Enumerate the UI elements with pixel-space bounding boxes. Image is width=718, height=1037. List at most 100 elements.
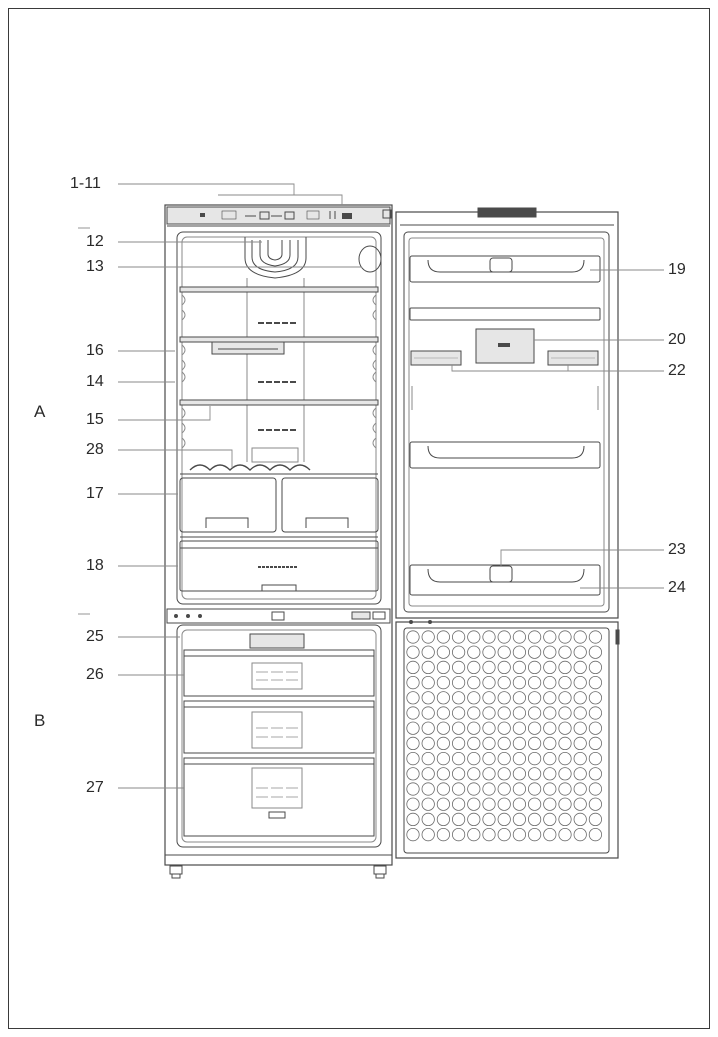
door-pattern-circle <box>467 660 481 675</box>
door-pattern-circle <box>467 827 481 842</box>
door-pattern-circle <box>512 706 527 720</box>
door-pattern-circle <box>543 767 557 781</box>
door-pattern-circle <box>573 751 587 766</box>
freezer-door <box>395 620 620 859</box>
door-pattern-circle <box>421 691 435 705</box>
shelf-3 <box>179 399 379 406</box>
door-quilting-pattern <box>406 630 603 842</box>
door-pattern-circle <box>543 691 557 705</box>
door-pattern-circle <box>527 797 542 811</box>
door-pattern-circle <box>558 751 572 766</box>
freezer-drawer-3 <box>183 757 375 837</box>
door-pattern-circle <box>573 675 587 690</box>
freezer-drawer-1 <box>183 649 375 697</box>
door-pattern-circle <box>543 812 557 827</box>
door-pattern-circle <box>573 736 587 751</box>
door-pattern-circle <box>406 827 420 842</box>
door-pattern-circle <box>543 751 557 766</box>
door-pattern-circle <box>421 812 435 827</box>
door-pattern-circle <box>558 630 572 644</box>
door-pattern-circle <box>406 782 420 796</box>
bottle-holder <box>489 565 513 583</box>
door-pattern-circle <box>588 675 603 690</box>
door-pattern-circle <box>527 782 542 796</box>
door-pattern-circle <box>421 660 435 675</box>
door-pattern-circle <box>436 691 450 705</box>
door-pattern-circle <box>467 782 481 796</box>
door-pattern-circle <box>588 782 603 796</box>
door-pattern-circle <box>512 827 527 842</box>
door-pattern-circle <box>512 660 527 675</box>
door-pattern-circle <box>436 812 450 827</box>
door-pattern-circle <box>573 630 587 644</box>
door-pattern-circle <box>451 675 466 690</box>
door-pattern-circle <box>467 721 481 735</box>
label-20: 20 <box>668 331 686 348</box>
door-pattern-circle <box>543 782 557 796</box>
door-pattern-circle <box>451 797 466 811</box>
door-pattern-circle <box>497 706 511 720</box>
door-pattern-circle <box>588 706 603 720</box>
door-rack-2 <box>409 307 601 321</box>
fridge-compartment <box>176 231 382 605</box>
door-pattern-circle <box>512 751 527 766</box>
leader-22 <box>451 365 664 372</box>
door-pattern-circle <box>467 812 481 827</box>
label-14: 14 <box>86 373 104 390</box>
door-pattern-circle <box>558 706 572 720</box>
door-pattern-circle <box>558 782 572 796</box>
door-pattern-circle <box>451 630 466 644</box>
door-pattern-circle <box>573 797 587 811</box>
door-pattern-circle <box>436 736 450 751</box>
door-pattern-circle <box>588 827 603 842</box>
door-pattern-circle <box>558 691 572 705</box>
door-pattern-circle <box>421 645 435 659</box>
door-pattern-circle <box>558 827 572 842</box>
door-pattern-circle <box>451 721 466 735</box>
door-pattern-circle <box>406 691 420 705</box>
door-pattern-circle <box>512 691 527 705</box>
fridge-door <box>395 207 619 619</box>
label-13: 13 <box>86 258 104 275</box>
door-pattern-circle <box>558 660 572 675</box>
door-pattern-circle <box>512 812 527 827</box>
label-16: 16 <box>86 342 104 359</box>
egg-tray <box>211 341 285 355</box>
door-pattern-circle <box>543 721 557 735</box>
door-handle <box>477 207 537 218</box>
section-label-b: B <box>34 711 46 730</box>
door-rack-3 <box>409 441 601 469</box>
door-pattern-circle <box>482 660 496 675</box>
door-pattern-circle <box>512 767 527 781</box>
door-pattern-circle <box>482 797 496 811</box>
door-pattern-circle <box>573 660 587 675</box>
door-pattern-circle <box>451 645 466 659</box>
door-pattern-circle <box>482 675 496 690</box>
door-pattern-circle <box>527 691 542 705</box>
door-pattern-circle <box>497 812 511 827</box>
door-pattern-circle <box>436 797 450 811</box>
door-pattern-circle <box>543 630 557 644</box>
label-22: 22 <box>668 362 686 379</box>
door-pattern-circle <box>436 706 450 720</box>
door-pattern-circle <box>421 630 435 644</box>
door-pattern-circle <box>482 645 496 659</box>
door-pattern-circle <box>588 645 603 659</box>
door-pattern-circle <box>588 691 603 705</box>
door-pattern-circle <box>527 751 542 766</box>
door-pattern-circle <box>482 736 496 751</box>
door-pattern-circle <box>573 706 587 720</box>
bottle-rack <box>189 464 311 471</box>
door-pattern-circle <box>527 706 542 720</box>
section-label-a: A <box>34 402 46 421</box>
door-pattern-circle <box>467 645 481 659</box>
door-pattern-circle <box>406 751 420 766</box>
door-pattern-circle <box>436 675 450 690</box>
door-pattern-circle <box>451 782 466 796</box>
leader-1-11 <box>118 183 343 205</box>
door-pattern-circle <box>558 736 572 751</box>
page-frame <box>8 8 710 1029</box>
door-pattern-circle <box>527 827 542 842</box>
door-pattern-circle <box>421 751 435 766</box>
door-pattern-circle <box>497 630 511 644</box>
